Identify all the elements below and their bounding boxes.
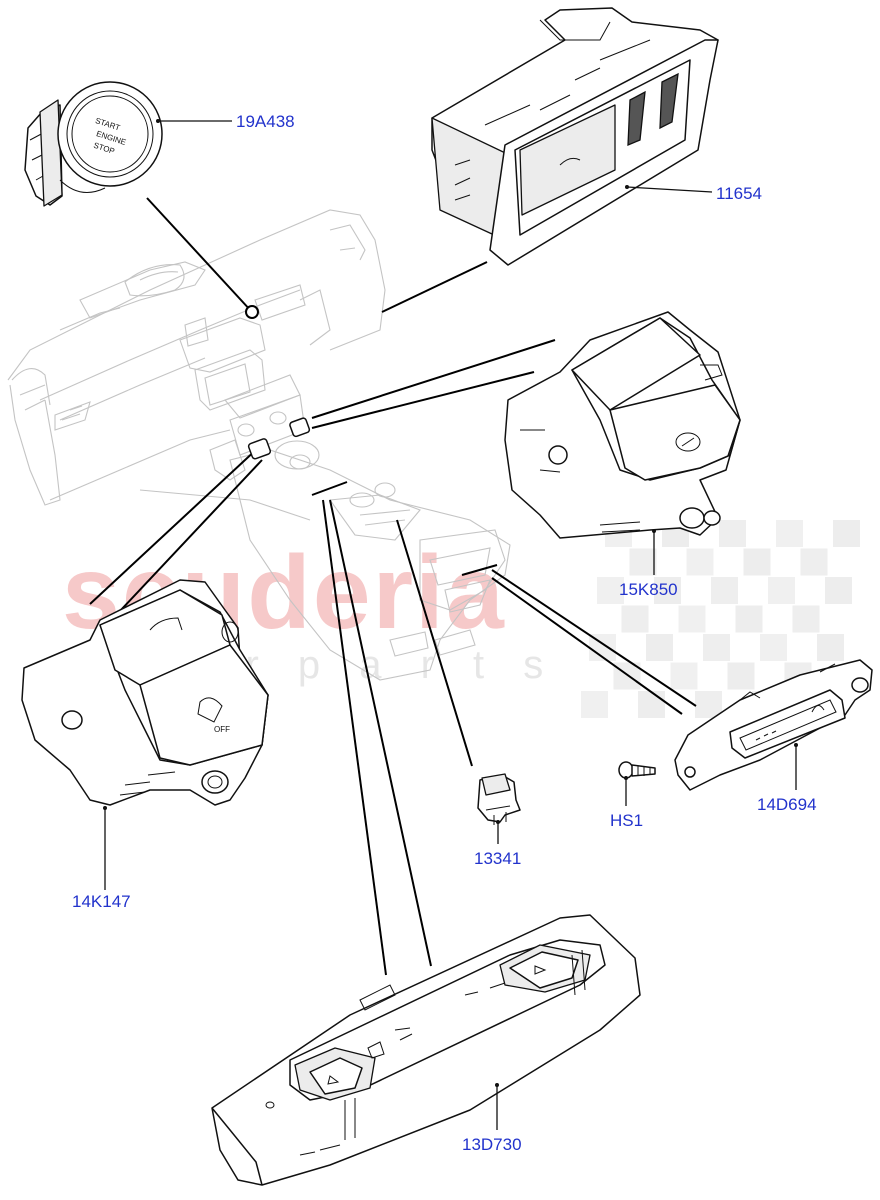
label-19A438[interactable]: 19A438 [236,112,295,131]
label-14D694[interactable]: 14D694 [757,795,817,814]
dashboard-outline [7,209,511,681]
checker-square-10 [654,577,681,604]
checker-square-11 [711,577,738,604]
leader-dot-11654 [625,185,629,189]
checker-square-2 [719,520,746,547]
switch-locator-14K147 [247,438,272,460]
part-14K147-switch[interactable]: OFF [21,579,269,806]
part-19A438-start-stop-button[interactable]: START ENGINE STOP [24,81,163,207]
checker-square-24 [670,662,698,690]
callout-lines [89,197,697,976]
callout-line-13341 [396,519,473,767]
checker-square-25 [727,662,755,690]
callout-line-13D730-a [322,499,387,976]
leader-dot-13D730 [495,1083,499,1087]
leader-dot-13341 [496,820,500,824]
label-11654[interactable]: 11654 [716,184,762,203]
part-13D730-switch-pack[interactable] [211,914,641,1186]
checker-square-3 [776,520,803,547]
callout-line-19A438 [146,197,253,313]
callout-marker-14D694 [461,564,498,576]
callout-marker-13D730 [311,481,348,496]
part-13341-switch[interactable] [477,773,521,825]
checker-square-7 [743,548,771,576]
checker-square-28 [638,691,665,718]
checker-square-15 [678,605,706,633]
callout-line-14D694-a [491,577,683,715]
checker-square-27 [581,691,608,718]
checker-square-21 [760,634,787,661]
label-15K850[interactable]: 15K850 [619,580,678,599]
checker-square-19 [646,634,673,661]
callout-line-15K850-b [311,371,535,429]
off-text: OFF [214,725,230,734]
checker-square-9 [597,577,624,604]
start-button-locator [245,305,259,319]
checker-square-5 [629,548,657,576]
leader-dot-15K850 [652,529,656,533]
label-14K147[interactable]: 14K147 [72,892,131,911]
leader-dot-14D694 [794,743,798,747]
checker-square-22 [817,634,844,661]
checker-square-4 [833,520,860,547]
checker-square-8 [800,548,828,576]
part-14D694-switch[interactable] [674,659,873,791]
leader-dot-HS1 [624,776,628,780]
leader-dot-14K147 [103,806,107,810]
callout-line-11654 [381,261,488,313]
callout-line-15K850-a [311,339,556,419]
callout-line-14D694-b [491,569,697,707]
switch-locator-15K850 [289,417,311,438]
checker-square-14 [621,605,649,633]
part-15K850-switch[interactable] [504,311,741,539]
checker-square-13 [825,577,852,604]
checker-square-6 [686,548,714,576]
callout-line-13D730-b [329,499,432,967]
checker-square-12 [768,577,795,604]
checker-square-17 [792,605,820,633]
leader-11654 [626,186,713,193]
checker-square-16 [735,605,763,633]
part-11654-switch-pack[interactable] [431,7,719,266]
leader-dot-19A438 [156,119,160,123]
label-13341[interactable]: 13341 [474,849,521,868]
checker-square-20 [703,634,730,661]
checker-square-29 [695,691,722,718]
part-HS1-screw[interactable] [618,761,656,779]
label-13D730[interactable]: 13D730 [462,1135,522,1154]
callout-line-14K147-a [89,447,259,605]
label-HS1[interactable]: HS1 [610,811,643,830]
callout-line-14K147-b [103,459,263,629]
